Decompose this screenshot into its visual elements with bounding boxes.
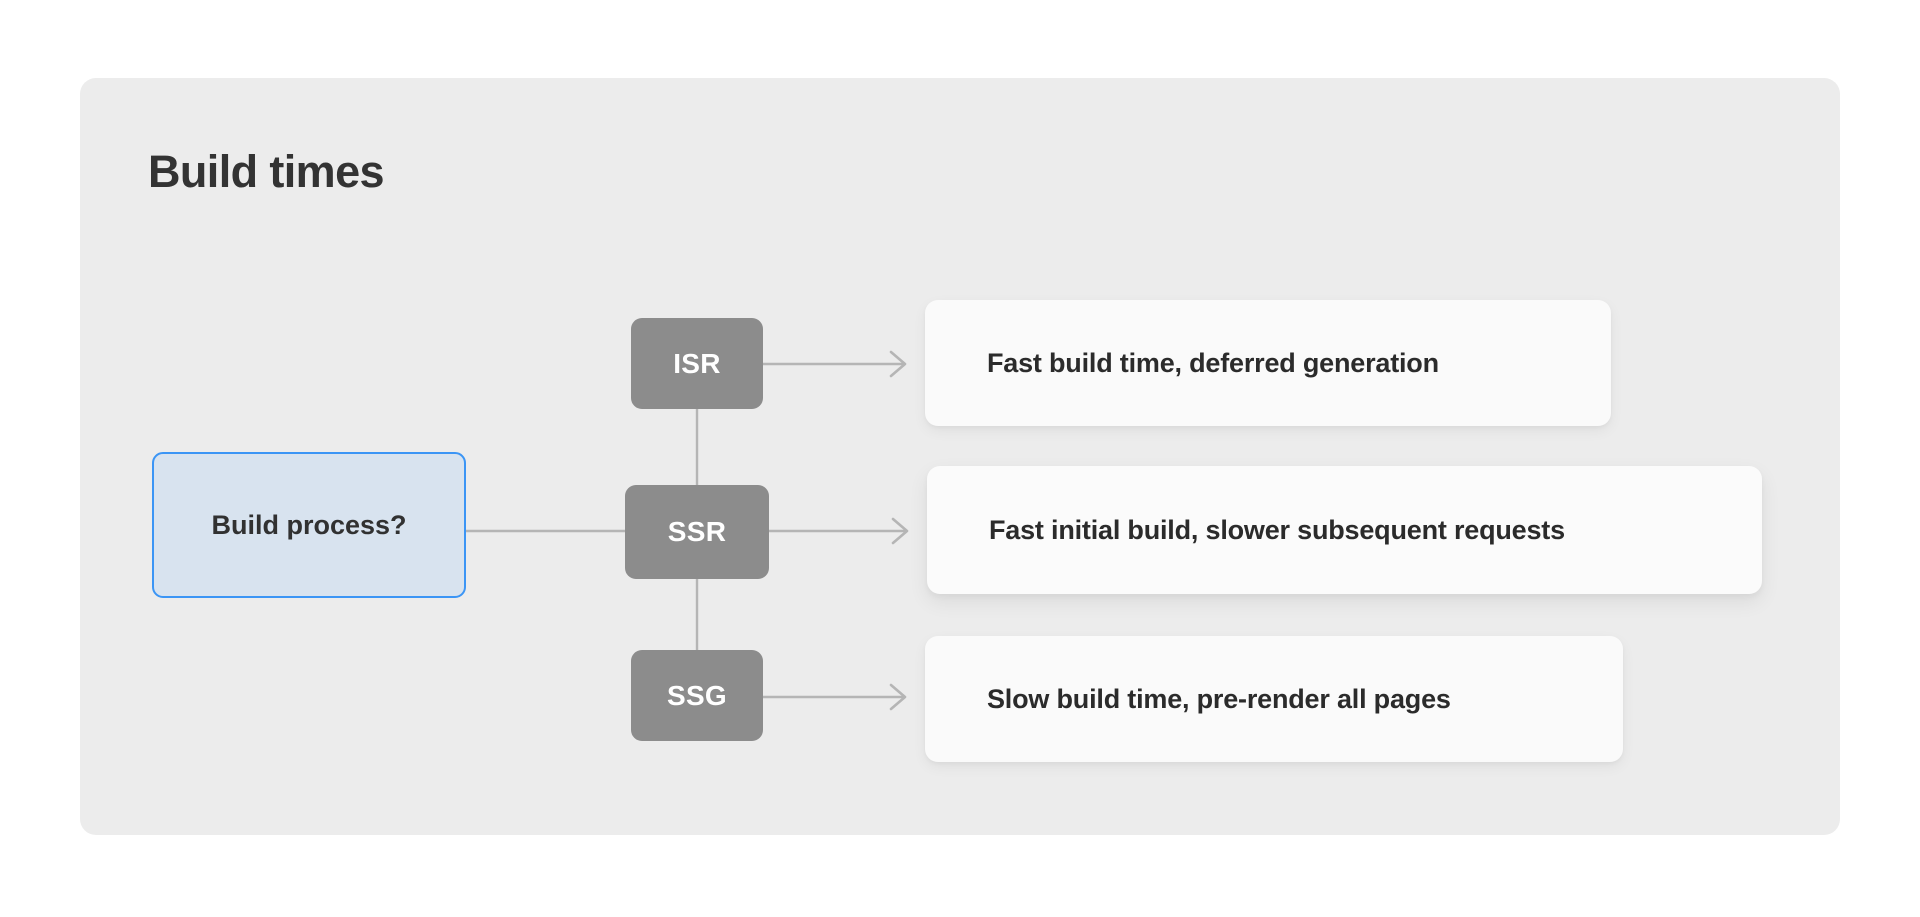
node-option-ssg-label: SSG [666, 679, 728, 711]
node-build-process[interactable]: Build process? [152, 452, 466, 598]
node-option-ssr[interactable]: SSR [625, 485, 769, 579]
outcome-card-isr-label: Fast build time, deferred generation [987, 347, 1439, 378]
outcome-card-ssg[interactable]: Slow build time, pre-render all pages [925, 636, 1623, 762]
page-title: Build times [148, 146, 385, 197]
node-option-isr-label: ISR [673, 347, 721, 379]
outcome-card-isr[interactable]: Fast build time, deferred generation [925, 300, 1611, 426]
node-build-process-label: Build process? [211, 509, 407, 540]
outcome-card-ssr-label: Fast initial build, slower subsequent re… [989, 514, 1565, 545]
outcome-card-ssr[interactable]: Fast initial build, slower subsequent re… [927, 466, 1762, 594]
node-option-isr[interactable]: ISR [631, 318, 763, 409]
node-option-ssr-label: SSR [667, 516, 727, 547]
node-option-ssg[interactable]: SSG [631, 650, 763, 741]
outcome-card-ssg-label: Slow build time, pre-render all pages [987, 683, 1451, 714]
